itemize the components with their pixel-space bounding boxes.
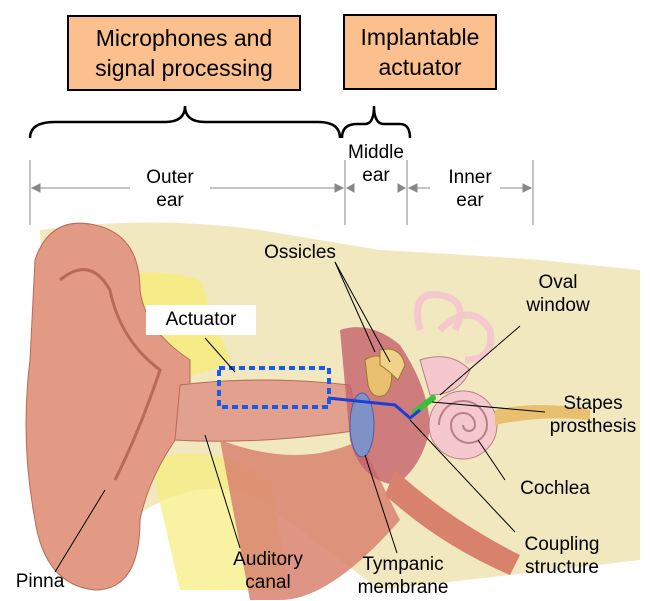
middle-ear-label: Middle ear xyxy=(333,141,419,187)
inner-ear-label: Inner ear xyxy=(425,166,515,212)
actuator-label: Actuator xyxy=(146,305,256,335)
auditory-canal-label: Auditory canal xyxy=(218,548,318,594)
cochlea-shape xyxy=(429,391,497,459)
stapes-prosthesis-label: Stapes prosthesis xyxy=(540,392,646,438)
implantable-actuator-box: Implantable actuator xyxy=(343,14,497,90)
pinna-label: Pinna xyxy=(0,570,80,593)
outer-ear-label: Outer ear xyxy=(120,166,220,212)
middle-ear-brace xyxy=(342,106,410,138)
ossicles-label: Ossicles xyxy=(250,241,350,264)
coupling-structure-label: Coupling structure xyxy=(512,533,612,579)
signal-processing-box: Microphones and signal processing xyxy=(67,15,301,91)
cochlea-label: Cochlea xyxy=(505,477,605,500)
tympanic-membrane-label: Tympanic membrane xyxy=(348,553,458,599)
oval-window-label: Oval window xyxy=(508,271,608,317)
auditory-canal-shape xyxy=(175,380,360,441)
outer-ear-brace xyxy=(30,106,340,138)
